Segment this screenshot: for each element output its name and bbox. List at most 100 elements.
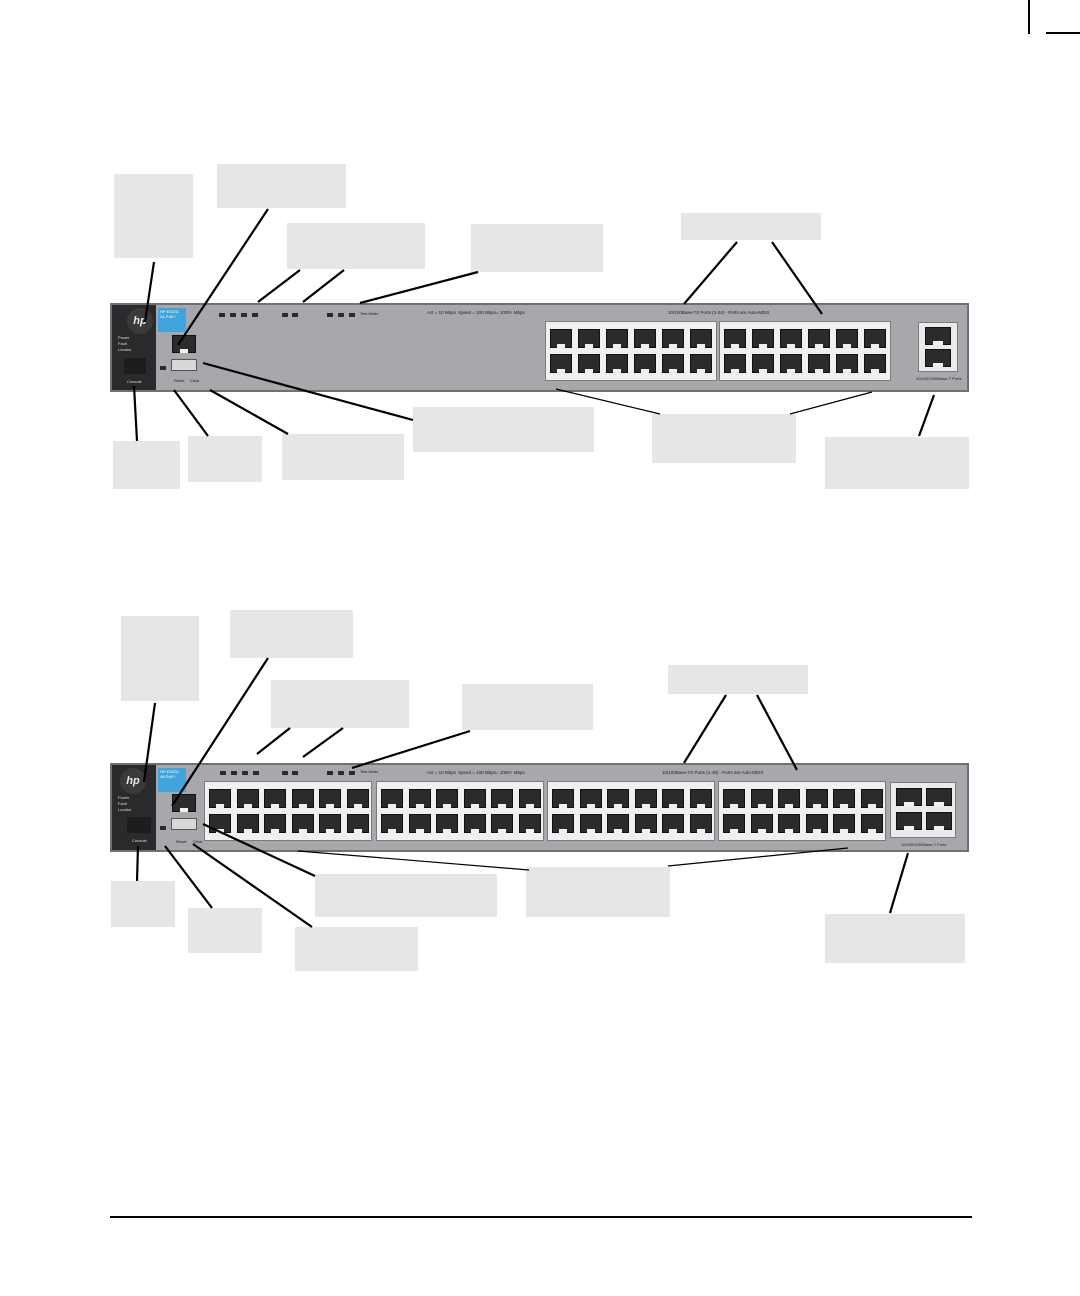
- ethernet-port[interactable]: [634, 814, 657, 833]
- ethernet-port[interactable]: [236, 814, 259, 833]
- ethernet-port[interactable]: [491, 814, 513, 833]
- ethernet-port[interactable]: [346, 789, 369, 808]
- ethernet-port[interactable]: [436, 789, 458, 808]
- ethernet-port[interactable]: [750, 789, 773, 808]
- ethernet-port[interactable]: [550, 329, 572, 348]
- ethernet-port[interactable]: [408, 814, 431, 833]
- ethernet-port[interactable]: [689, 789, 712, 808]
- ethernet-port[interactable]: [346, 814, 369, 833]
- ethernet-port[interactable]: [750, 814, 773, 833]
- gigabit-port[interactable]: [925, 349, 951, 367]
- gigabit-port[interactable]: [896, 788, 922, 806]
- ethernet-port[interactable]: [662, 354, 684, 373]
- ethernet-port[interactable]: [833, 814, 855, 833]
- ethernet-port[interactable]: [662, 814, 684, 833]
- ethernet-port[interactable]: [724, 329, 746, 348]
- fault-led-label: Fault: [118, 341, 127, 346]
- ethernet-port[interactable]: [291, 789, 314, 808]
- ethernet-port[interactable]: [634, 789, 657, 808]
- gigabit-port[interactable]: [926, 788, 952, 806]
- ethernet-port[interactable]: [381, 814, 403, 833]
- ethernet-port[interactable]: [578, 354, 600, 373]
- ethernet-port[interactable]: [607, 789, 629, 808]
- usb-port[interactable]: [171, 818, 197, 830]
- ethernet-port[interactable]: [518, 814, 541, 833]
- ethernet-port[interactable]: [836, 354, 858, 373]
- gigabit-port[interactable]: [925, 327, 951, 345]
- ethernet-port[interactable]: [381, 789, 403, 808]
- ethernet-port[interactable]: [662, 329, 684, 348]
- ethernet-port[interactable]: [780, 354, 802, 373]
- ethernet-port[interactable]: [606, 354, 628, 373]
- callout-box: [230, 610, 353, 658]
- ethernet-port[interactable]: [833, 789, 855, 808]
- ethernet-port[interactable]: [808, 354, 830, 373]
- ethernet-port[interactable]: [860, 814, 883, 833]
- ethernet-port[interactable]: [436, 814, 458, 833]
- mode-legend-item: Speed = 100 Mbps: [458, 770, 496, 775]
- leader-line: [351, 729, 471, 770]
- ethernet-port[interactable]: [236, 789, 259, 808]
- ethernet-port[interactable]: [780, 329, 802, 348]
- ethernet-port[interactable]: [808, 329, 830, 348]
- ethernet-port[interactable]: [864, 329, 886, 348]
- ethernet-port[interactable]: [579, 789, 602, 808]
- ethernet-port[interactable]: [264, 789, 286, 808]
- ethernet-port[interactable]: [552, 814, 574, 833]
- leader-line: [756, 694, 798, 771]
- led-mode-indicator: [220, 771, 226, 775]
- ethernet-port[interactable]: [463, 789, 486, 808]
- ethernet-port[interactable]: [319, 814, 341, 833]
- led-mode-indicator: [349, 313, 355, 317]
- gigabit-port[interactable]: [926, 812, 952, 830]
- ethernet-port[interactable]: [752, 354, 774, 373]
- ethernet-port[interactable]: [319, 789, 341, 808]
- callout-box: [413, 407, 594, 452]
- console-port[interactable]: [124, 358, 146, 374]
- ethernet-port[interactable]: [607, 814, 629, 833]
- console-port[interactable]: [127, 817, 151, 833]
- ethernet-port[interactable]: [805, 789, 828, 808]
- gigabit-port[interactable]: [896, 812, 922, 830]
- ethernet-port[interactable]: [264, 814, 286, 833]
- callout-box: [668, 665, 808, 694]
- ethernet-port[interactable]: [578, 329, 600, 348]
- callout-box: [121, 616, 199, 701]
- test-mode-label: Test Mode: [360, 769, 379, 774]
- ethernet-port[interactable]: [291, 814, 314, 833]
- ethernet-port[interactable]: [491, 789, 513, 808]
- ethernet-port[interactable]: [518, 789, 541, 808]
- model-badge: HP E2620-24-PoE+: [158, 308, 186, 332]
- callout-box: [217, 164, 346, 208]
- leader-line: [555, 388, 661, 415]
- ethernet-port[interactable]: [723, 789, 745, 808]
- ethernet-port[interactable]: [408, 789, 431, 808]
- usb-port[interactable]: [171, 359, 197, 371]
- leader-line: [202, 361, 414, 422]
- ethernet-port[interactable]: [752, 329, 774, 348]
- port-group-37-48: [718, 781, 886, 841]
- ethernet-port[interactable]: [864, 354, 886, 373]
- leader-line: [143, 261, 156, 323]
- ethernet-port[interactable]: [805, 814, 828, 833]
- ethernet-port[interactable]: [579, 814, 602, 833]
- leader-line: [917, 394, 936, 437]
- ethernet-port[interactable]: [778, 814, 800, 833]
- ethernet-port[interactable]: [690, 354, 712, 373]
- ethernet-port[interactable]: [606, 329, 628, 348]
- ethernet-port[interactable]: [723, 814, 745, 833]
- ethernet-port[interactable]: [690, 329, 712, 348]
- ethernet-port[interactable]: [860, 789, 883, 808]
- ethernet-port[interactable]: [778, 789, 800, 808]
- ethernet-port[interactable]: [724, 354, 746, 373]
- led-mode-indicator: [241, 313, 247, 317]
- ethernet-port[interactable]: [689, 814, 712, 833]
- ethernet-port[interactable]: [836, 329, 858, 348]
- ethernet-port[interactable]: [552, 789, 574, 808]
- ethernet-port[interactable]: [463, 814, 486, 833]
- ethernet-port[interactable]: [550, 354, 572, 373]
- ethernet-port[interactable]: [209, 789, 231, 808]
- ethernet-port[interactable]: [662, 789, 684, 808]
- ethernet-port[interactable]: [634, 354, 656, 373]
- ethernet-port[interactable]: [634, 329, 656, 348]
